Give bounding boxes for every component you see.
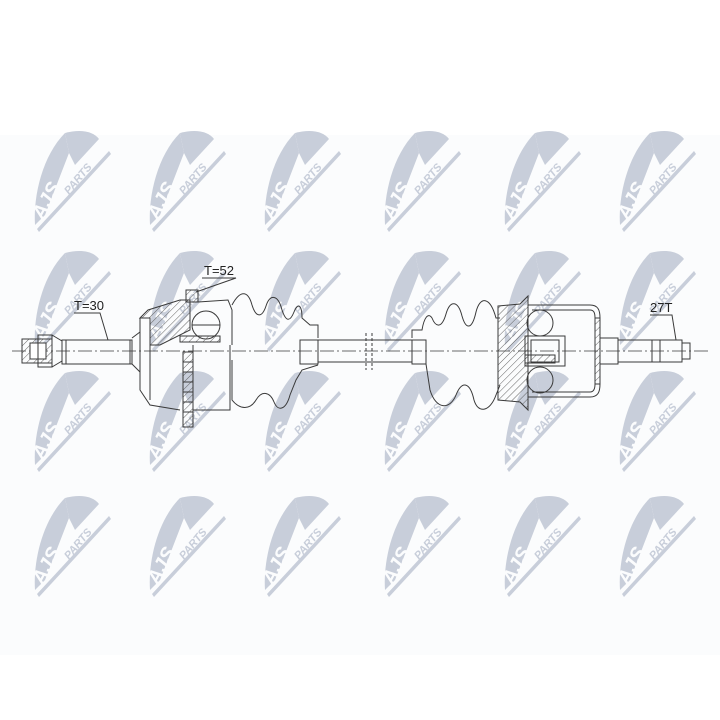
outer-cv-joint [138,289,233,428]
leader-t52 [195,277,237,293]
label-t30: T=30 [74,298,104,313]
drawing-panel [0,135,720,655]
main-shaft [299,333,427,370]
leader-t30 [74,312,109,341]
left-stub-shaft [61,331,141,374]
inner-cv-joint [497,294,601,412]
right-stub-shaft [599,337,691,365]
label-t52: T=52 [204,263,234,278]
label-27t: 27T [650,300,672,315]
leader-27t [650,314,677,341]
right-boot [411,300,501,410]
left-nut-icon [21,334,63,368]
left-boot [231,293,319,409]
